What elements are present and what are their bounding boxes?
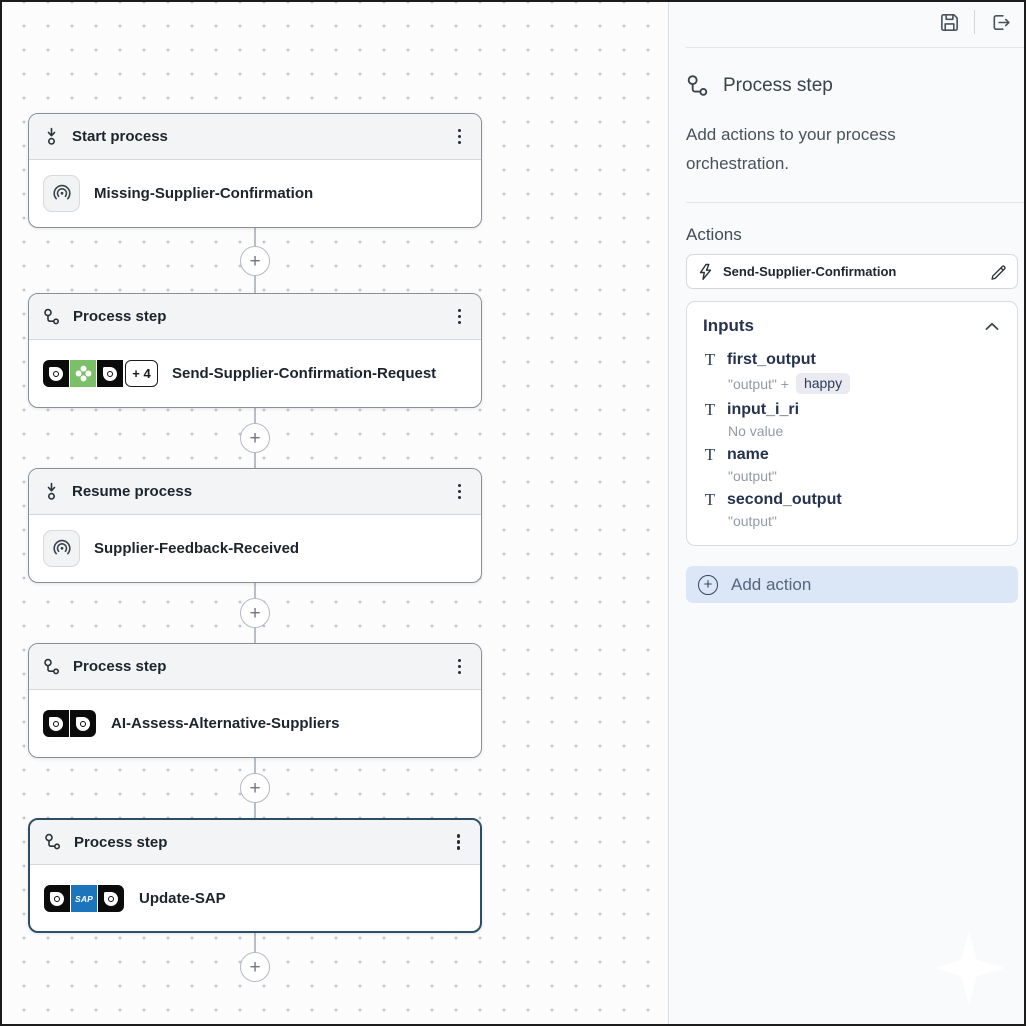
node-header: Start process [29, 114, 481, 160]
node-header: Process step [30, 820, 480, 865]
add-action-label: Add action [731, 574, 812, 594]
sap-app-icon: SAP [71, 885, 97, 912]
text-type-icon: T [704, 445, 716, 464]
uipath-app-icon [97, 360, 123, 387]
panel-separator [686, 47, 1026, 48]
node-name: Supplier-Feedback-Received [94, 540, 300, 557]
lightning-icon [697, 263, 713, 281]
node-resume-process[interactable]: Resume process Supplier-Feedback-Receive… [28, 468, 482, 583]
node-process-step-assess[interactable]: Process step AI-Assess-Alternative-Suppl… [28, 643, 482, 758]
node-title: Resume process [72, 483, 193, 500]
panel-description: Add actions to your process orchestratio… [686, 125, 896, 173]
node-title: Process step [73, 658, 167, 675]
add-step-button[interactable]: + [240, 423, 270, 453]
panel-title: Process step [723, 75, 833, 96]
input-item-second-output: T second_output "output" [703, 490, 1001, 529]
text-type-icon: T [704, 350, 716, 369]
node-title: Process step [73, 308, 167, 325]
node-process-step-update-sap[interactable]: Process step SAP Update-SAP [28, 818, 482, 933]
panel-toolbar [935, 8, 1014, 36]
node-body: Missing-Supplier-Confirmation [29, 160, 481, 227]
inputs-title: Inputs [703, 316, 754, 335]
add-step-button[interactable]: + [240, 952, 270, 982]
properties-panel: Process step Add actions to your process… [669, 0, 1026, 1026]
add-action-button[interactable]: + Add action [686, 566, 1018, 603]
add-step-button[interactable]: + [240, 773, 270, 803]
node-body: AI-Assess-Alternative-Suppliers [29, 690, 481, 757]
uipath-app-icon [43, 710, 69, 737]
node-header: Resume process [29, 469, 481, 515]
chevron-up-icon[interactable] [983, 320, 1001, 333]
app-icons: + 4 [43, 360, 158, 387]
action-name: Send-Supplier-Confirmation [723, 264, 897, 279]
uipath-app-icon [44, 885, 70, 912]
input-value: "output" + [728, 375, 789, 392]
text-type-icon: T [704, 400, 716, 419]
kebab-menu-icon[interactable] [451, 830, 466, 853]
kebab-menu-icon[interactable] [452, 305, 467, 328]
kebab-menu-icon[interactable] [452, 125, 467, 148]
value-chip: happy [795, 373, 851, 394]
workflow-canvas[interactable]: Start process Missing-Supplier-Confirmat… [0, 0, 669, 1026]
panel-separator [686, 202, 1026, 203]
node-title: Process step [74, 833, 168, 851]
add-step-button[interactable]: + [240, 246, 270, 276]
inputs-card: Inputs T first_output "output" + happy T… [686, 301, 1018, 546]
green-app-icon [70, 360, 96, 387]
kebab-menu-icon[interactable] [452, 655, 467, 678]
text-type-icon: T [704, 490, 716, 509]
resume-process-icon [43, 482, 60, 501]
node-name: Send-Supplier-Confirmation-Request [172, 365, 437, 382]
toolbar-divider [974, 10, 975, 34]
input-value: No value [728, 423, 784, 439]
node-name: AI-Assess-Alternative-Suppliers [111, 715, 340, 732]
add-step-button[interactable]: + [240, 598, 270, 628]
kebab-menu-icon[interactable] [452, 480, 467, 503]
node-name: Update-SAP [139, 890, 226, 907]
app-icons: SAP [44, 885, 125, 912]
input-value: "output" [728, 468, 777, 484]
node-header: Process step [29, 294, 481, 340]
app-icons [43, 710, 97, 737]
input-value: "output" [728, 513, 777, 529]
more-apps-badge: + 4 [125, 360, 158, 387]
process-step-icon [43, 658, 61, 676]
uipath-app-icon [98, 885, 124, 912]
connector-line [254, 933, 256, 953]
node-name: Missing-Supplier-Confirmation [94, 185, 314, 202]
signal-trigger-icon [43, 175, 80, 212]
start-process-icon [43, 127, 60, 146]
node-header: Process step [29, 644, 481, 690]
uipath-app-icon [70, 710, 96, 737]
node-body: Supplier-Feedback-Received [29, 515, 481, 582]
input-item-input-i-ri: T input_i_ri No value [703, 400, 1001, 439]
signal-trigger-icon [43, 530, 80, 567]
node-process-step-send[interactable]: Process step + 4 Send-Supplier-Confirmat… [28, 293, 482, 408]
action-item[interactable]: Send-Supplier-Confirmation [686, 254, 1018, 289]
uipath-app-icon [43, 360, 69, 387]
node-body: SAP Update-SAP [30, 865, 480, 931]
add-circle-icon: + [698, 574, 718, 595]
actions-label: Actions [686, 225, 742, 244]
node-title: Start process [72, 128, 168, 145]
process-step-icon [43, 308, 61, 326]
process-step-icon [44, 833, 62, 851]
edit-pencil-icon[interactable] [989, 263, 1007, 281]
save-icon[interactable] [935, 8, 963, 36]
sign-out-icon[interactable] [986, 8, 1014, 36]
input-item-first-output: T first_output "output" + happy [703, 350, 1001, 394]
node-body: + 4 Send-Supplier-Confirmation-Request [29, 340, 481, 407]
node-start-process[interactable]: Start process Missing-Supplier-Confirmat… [28, 113, 482, 228]
process-step-icon [686, 74, 710, 98]
input-item-name: T name "output" [703, 445, 1001, 484]
